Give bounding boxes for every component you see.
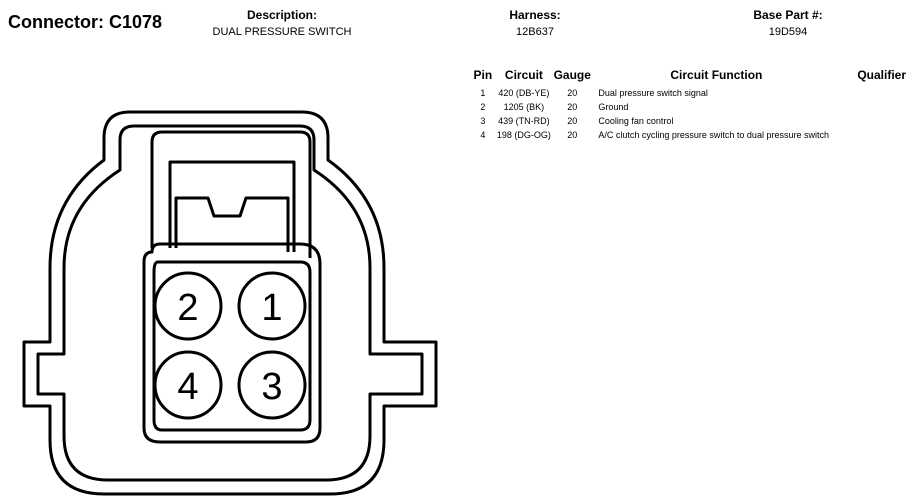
latch-outer-outline <box>150 130 312 258</box>
pin-4-circle <box>153 350 223 420</box>
pin-4-label: 4 <box>177 366 198 408</box>
pin-2-circle <box>153 271 223 341</box>
pin-2-label: 2 <box>177 287 198 329</box>
row-function: Cooling fan control <box>598 116 674 126</box>
latch-inner-outline <box>168 160 296 252</box>
row-gauge: 20 <box>567 88 578 98</box>
pin-1-circle <box>237 271 307 341</box>
row-function: A/C clutch cycling pressure switch to du… <box>598 130 829 140</box>
table-row: 4 198 (DG-OG) 20 A/C clutch cycling pres… <box>470 128 910 142</box>
row-qualifier <box>840 128 910 142</box>
row-function: Ground <box>598 102 629 112</box>
row-pin: 4 <box>480 130 486 140</box>
row-pin: 2 <box>480 102 486 112</box>
header-circuit-function: Circuit Function <box>670 68 763 82</box>
pin-3-circle <box>237 350 307 420</box>
pin-1-label: 1 <box>261 287 282 329</box>
row-circuit: 198 (DG-OG) <box>496 130 551 140</box>
header-qualifier: Qualifier <box>857 68 906 82</box>
table-row: 3 439 (TN-RD) 20 Cooling fan control <box>470 114 910 128</box>
pin-table-header-row: Pin Circuit Gauge Circuit Function Quali… <box>470 68 910 86</box>
row-pin: 1 <box>480 88 486 98</box>
harness-label: Harness: <box>509 8 561 22</box>
row-qualifier <box>840 86 910 100</box>
description-value: DUAL PRESSURE SWITCH <box>212 26 352 38</box>
table-row: 2 1205 (BK) 20 Ground <box>470 100 910 114</box>
header-gauge: Gauge <box>553 68 591 82</box>
header-pin: Pin <box>473 68 493 82</box>
harness-value: 12B637 <box>516 26 554 38</box>
header-circuit: Circuit <box>504 68 543 82</box>
row-function: Dual pressure switch signal <box>598 88 708 98</box>
row-gauge: 20 <box>567 130 578 140</box>
base-part-value: 19D594 <box>768 26 808 38</box>
row-pin: 3 <box>480 116 486 126</box>
latch-tab <box>174 196 290 252</box>
row-gauge: 20 <box>567 102 578 112</box>
pin-table: Pin Circuit Gauge Circuit Function Quali… <box>470 68 910 142</box>
pin-cavity-inner <box>152 260 312 432</box>
pin-cavity-body <box>142 242 322 444</box>
description-label: Description: <box>246 8 317 22</box>
pin-3-label: 3 <box>261 366 282 408</box>
row-circuit: 420 (DB-YE) <box>498 88 550 98</box>
row-circuit: 1205 (BK) <box>503 102 545 112</box>
housing-inner-outline <box>36 124 424 482</box>
connector-face-diagram: 2 1 4 3 <box>22 110 438 496</box>
housing-outer-outline <box>22 110 438 496</box>
row-qualifier <box>840 114 910 128</box>
table-row: 1 420 (DB-YE) 20 Dual pressure switch si… <box>470 86 910 100</box>
row-qualifier <box>840 100 910 114</box>
row-gauge: 20 <box>567 116 578 126</box>
connector-title: Connector: C1078 <box>8 12 163 32</box>
base-part-label: Base Part #: <box>753 8 823 22</box>
row-circuit: 439 (TN-RD) <box>498 116 550 126</box>
